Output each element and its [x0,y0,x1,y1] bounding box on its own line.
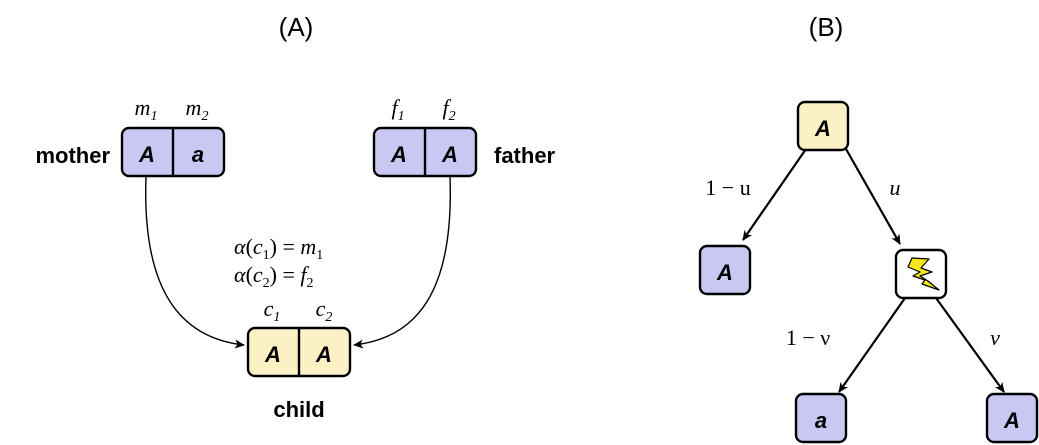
mother-label: mother [35,143,110,168]
edge-root-to-mutation [845,148,901,245]
child-genotype: A A c1 c2 child [246,296,352,422]
father-to-child-arrow [353,176,451,349]
father-allele-2: A [441,142,458,167]
mother-slot-2-name: m2 [186,95,209,124]
mutated-allele-a-box [794,392,848,444]
mother-allele-2: a [192,142,204,167]
no-mutation-allele: A [716,260,733,285]
panel-a-label: (A) [279,12,314,42]
no-mutation-allele-box [698,244,752,296]
lightning-bolt-icon [907,257,940,291]
panel-b-label: (B) [809,12,844,42]
root-allele: A [814,116,831,141]
edge-root-to-no-mutation [742,148,807,241]
father-label: father [494,143,556,168]
child-slot-1-name: c1 [264,296,281,325]
edge-mutation-to-a [838,297,906,393]
father-slot-1-name: f1 [391,95,404,124]
edge-label-root-right: u [890,175,901,200]
edge-label-mutation-left: 1 − ν [786,325,830,350]
panel-b: (B) A A a A 1 − u u 1 − ν ν [698,12,1039,444]
child-allele-1: A [264,342,281,367]
equation-c2: α(c2) = f2 [234,262,314,291]
panel-a: (A) mother A a m1 m2 A A f1 f2 father A … [35,12,555,422]
child-label: child [273,397,324,422]
edge-label-mutation-right: ν [990,325,1000,350]
root-allele-box [796,100,850,152]
mother-to-child-arrow [145,176,245,349]
mutated-allele-A-box [985,392,1039,444]
child-allele-2: A [315,342,332,367]
mutated-allele-a: a [815,408,827,433]
mother-slot-1-name: m1 [135,95,158,124]
mother-genotype: mother A a m1 m2 [35,95,226,178]
edge-label-root-left: 1 − u [705,175,750,200]
edge-mutation-to-A [935,297,1005,393]
father-allele-1: A [390,142,407,167]
child-slot-2-name: c2 [316,296,333,325]
father-genotype: A A f1 f2 father [372,95,556,178]
father-slot-2-name: f2 [442,95,455,124]
mutated-allele-A: A [1003,408,1020,433]
equation-c1: α(c1) = m1 [234,234,323,263]
mother-allele-1: A [138,142,155,167]
